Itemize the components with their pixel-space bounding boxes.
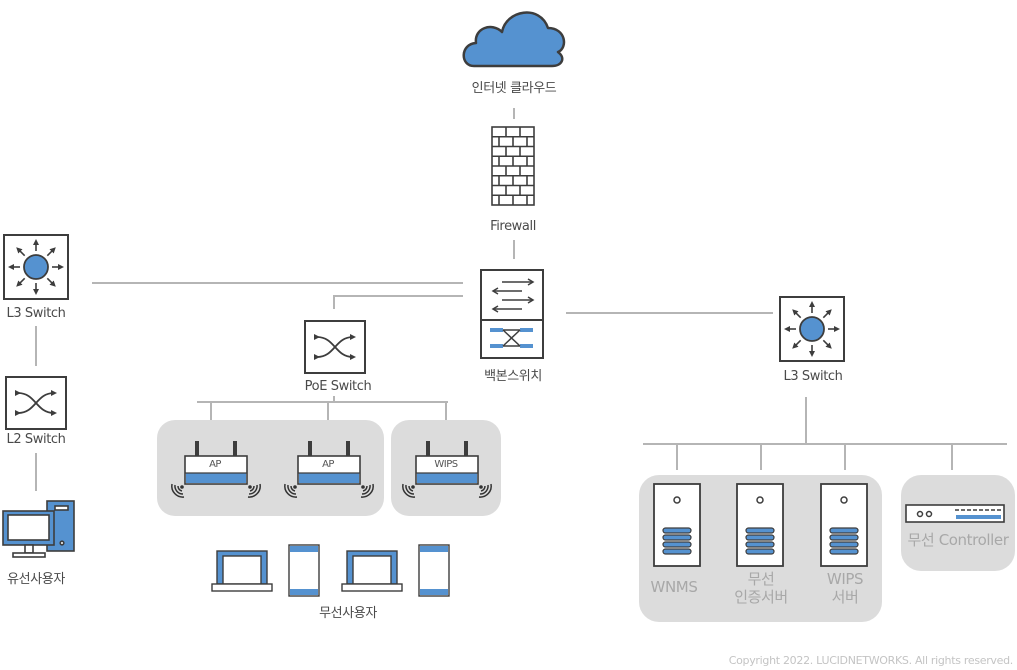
auth-server-label-line2: 인증서버 [734, 588, 788, 606]
auth-server-label-line1: 무선 [747, 570, 775, 588]
wnms-label: WNMS [650, 578, 698, 596]
tablet-icon-1 [288, 544, 320, 597]
wips-server-icon [820, 483, 868, 567]
laptop-icon-1 [211, 550, 273, 592]
firewall-label: Firewall [490, 219, 536, 234]
link-backbone-poe [333, 295, 463, 309]
poe-switch-label: PoE Switch [304, 379, 372, 394]
poe-switch-icon [304, 320, 366, 374]
l3-switch-right-icon [779, 296, 845, 362]
access-point-2-icon [284, 441, 374, 498]
l3-switch-left-icon [3, 234, 69, 300]
ap-2-tag: AP [322, 459, 334, 470]
l3-switch-left-label: L3 Switch [6, 306, 66, 321]
tablet-icon-2 [418, 544, 450, 597]
controller-label: 무선 Controller [907, 531, 1009, 549]
wips-tag: WIPS [434, 459, 458, 470]
backbone-switch-icon [480, 269, 544, 359]
l2-switch-icon [5, 376, 67, 430]
wireless-controller-icon [905, 504, 1005, 523]
wireless-users-label: 무선사용자 [319, 606, 377, 621]
desktop-computer-icon [2, 500, 75, 558]
cloud-icon [462, 11, 566, 68]
wnms-server-icon [653, 483, 701, 567]
laptop-icon-2 [341, 550, 403, 592]
cloud-label: 인터넷 클라우드 [471, 81, 557, 96]
wired-user-label: 유선사용자 [7, 572, 65, 587]
controller-group-background [901, 475, 1015, 571]
backbone-switch-label: 백본스위치 [484, 369, 542, 384]
ap-1-tag: AP [209, 459, 221, 470]
copyright-notice: Copyright 2022. LUCIDNETWORKS. All right… [728, 654, 1014, 667]
wips-server-label-line2: 서버 [831, 588, 859, 606]
connection-lines [35, 108, 1007, 491]
firewall-icon [491, 126, 535, 206]
wips-sensor-icon [402, 441, 492, 498]
l3-switch-right-label: L3 Switch [783, 369, 843, 384]
l2-switch-label: L2 Switch [6, 432, 66, 447]
access-point-1-icon [171, 441, 261, 498]
auth-server-icon [736, 483, 784, 567]
wips-server-label-line1: WIPS [826, 570, 864, 588]
ap-group-background [157, 420, 384, 516]
